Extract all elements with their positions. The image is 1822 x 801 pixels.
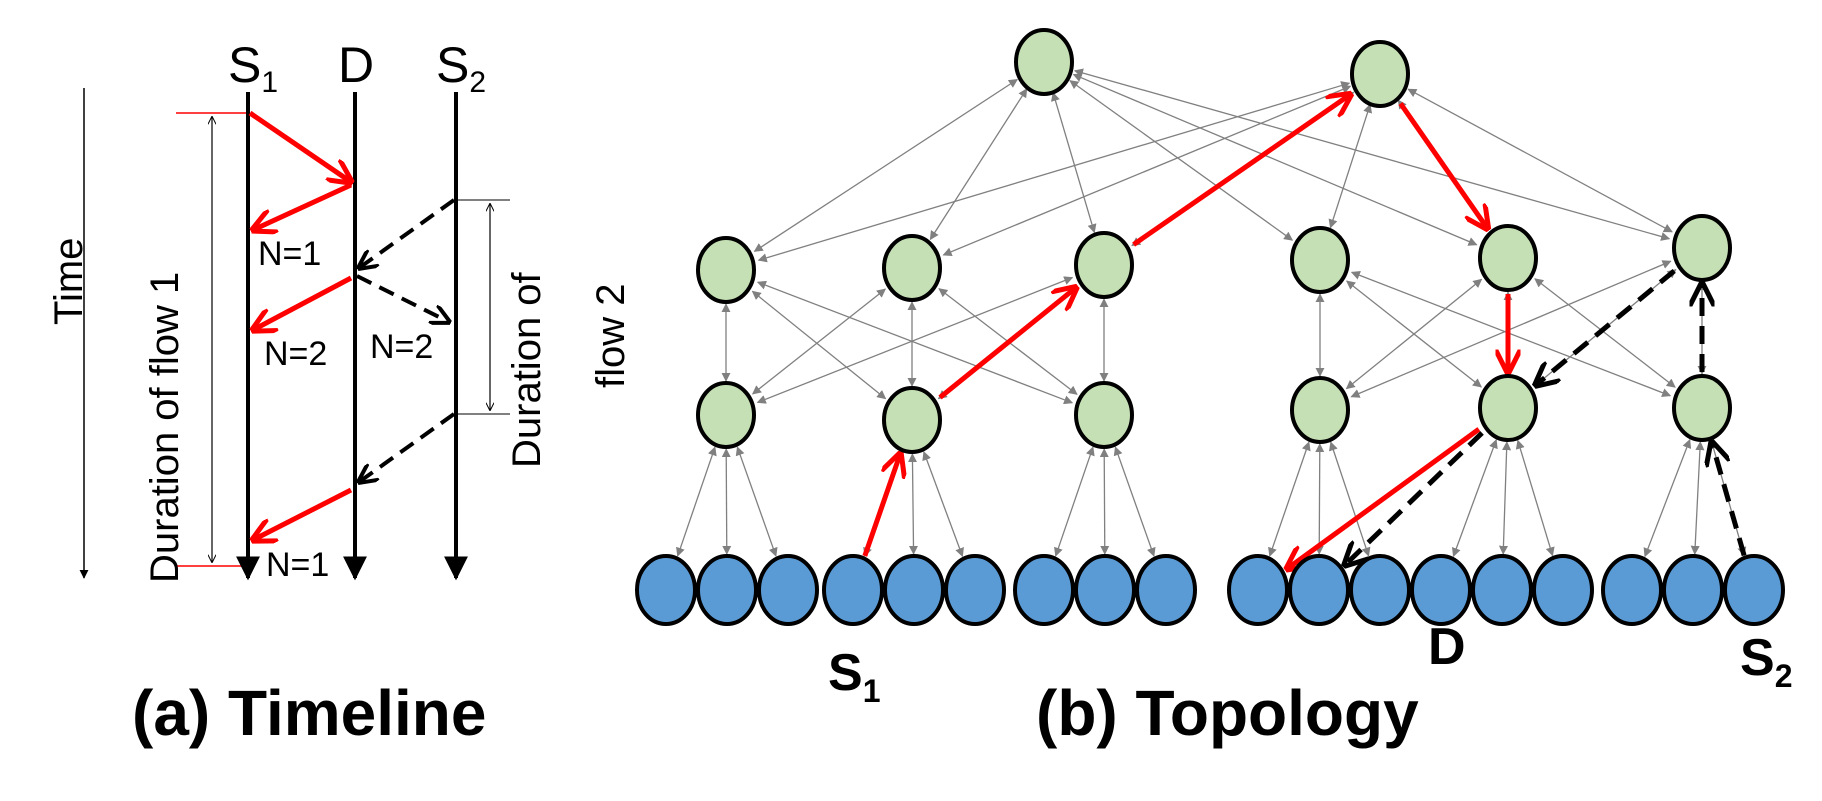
link-core0-agg1: [929, 88, 1028, 241]
link-core1-agg5: [1407, 88, 1673, 233]
host-14: [1532, 554, 1594, 626]
flow1-path-seg2: [1132, 94, 1351, 247]
host-2: [757, 554, 819, 626]
link-edge0-host2: [735, 446, 778, 557]
s1-host-label: S1: [828, 644, 880, 709]
s2-host-label: S2: [1740, 629, 1792, 694]
flow2-path-seg3: [1345, 431, 1484, 565]
link-edge0-host1: [721, 448, 732, 555]
flow1-path-seg3: [1398, 102, 1488, 229]
link-core1-agg3: [1328, 103, 1372, 229]
edge-switch-2: [1074, 381, 1134, 449]
host-15: [1601, 554, 1663, 626]
link-core0-agg4: [1072, 73, 1478, 246]
timeline-caption: (a) Timeline: [132, 677, 486, 749]
link-edge2-host6: [1054, 446, 1095, 557]
link-edge5-host16: [1690, 441, 1705, 555]
flow1-path-seg0: [862, 454, 900, 557]
col-header-s1: S1: [228, 37, 278, 99]
n-label-1: N=1: [258, 235, 321, 273]
core-switch-0: [1014, 28, 1074, 96]
agg-switch-3: [1290, 226, 1350, 294]
link-core0-agg2: [1051, 91, 1097, 234]
host-8: [1135, 554, 1197, 626]
flow2-msg-1: [359, 198, 456, 268]
col-header-d: D: [338, 37, 374, 93]
link-edge4-host14: [1515, 439, 1555, 557]
host-13: [1471, 554, 1533, 626]
host-3: [822, 554, 884, 626]
n-label-4: N=1: [266, 546, 329, 584]
host-4: [883, 554, 945, 626]
link-edge1-host4: [907, 453, 919, 555]
topology-caption: (b) Topology: [1036, 677, 1419, 749]
topology-links: [676, 68, 1747, 558]
duration-flow2-label-2: flow 2: [589, 284, 633, 389]
host-10: [1288, 554, 1350, 626]
edge-switch-0: [696, 381, 756, 449]
host-11: [1349, 554, 1411, 626]
host-9: [1227, 554, 1289, 626]
flow1-msg-1: [248, 110, 351, 182]
edge-switch-3: [1290, 376, 1350, 444]
flow2-ack-1: [356, 274, 449, 322]
link-edge1-host5: [922, 451, 964, 558]
link-edge2-host8: [1113, 446, 1156, 557]
core-switch-1: [1350, 40, 1410, 108]
n-label-2: N=2: [264, 335, 327, 373]
edge-switch-1: [882, 386, 942, 454]
duration-flow2-label-1: Duration of: [505, 271, 549, 468]
flow1-path-seg5: [1287, 427, 1481, 569]
link-edge5-host15: [1643, 438, 1692, 558]
link-edge3-host9: [1268, 441, 1311, 557]
host-6: [1013, 554, 1075, 626]
link-edge3-host10: [1314, 443, 1325, 555]
host-16: [1662, 554, 1724, 626]
host-17: [1723, 554, 1785, 626]
agg-switch-1: [882, 234, 942, 302]
host-5: [944, 554, 1006, 626]
link-edge0-host0: [676, 446, 717, 557]
link-edge3-host11: [1329, 441, 1371, 557]
link-edge2-host7: [1099, 448, 1110, 555]
topology-flows: [862, 94, 1747, 569]
flow2-path-seg2: [1536, 268, 1676, 385]
d-host-label: D: [1428, 618, 1466, 676]
link-agg0-edge1: [751, 290, 887, 400]
link-core1-agg1: [942, 85, 1352, 257]
n-label-3: N=2: [370, 328, 433, 366]
agg-switch-5: [1672, 214, 1732, 282]
host-12: [1410, 554, 1472, 626]
time-label: Time: [47, 238, 91, 325]
agg-switch-0: [696, 236, 756, 304]
link-edge4-host13: [1498, 441, 1512, 555]
flow2-path-seg0: [1712, 443, 1747, 557]
agg-switch-4: [1478, 224, 1538, 292]
topology-panel: S1 D S2 (b) Topology: [635, 28, 1792, 749]
timeline-panel: Time Duration of flow 1 S1 D S2 Duration…: [47, 37, 633, 749]
link-edge4-host12: [1451, 439, 1498, 558]
flow2-msg-2: [359, 412, 456, 482]
link-core1-agg0: [757, 81, 1351, 263]
agg-switch-2: [1074, 231, 1134, 299]
edge-switch-5: [1672, 374, 1732, 442]
host-0: [635, 554, 697, 626]
host-1: [696, 554, 758, 626]
flow1-path-seg1: [938, 288, 1076, 400]
flow1-ack-1: [253, 182, 353, 230]
flow1-ack-3: [253, 487, 353, 540]
flow1-ack-2: [253, 275, 353, 330]
col-header-s2: S2: [436, 37, 486, 99]
edge-switch-4: [1478, 374, 1538, 442]
duration-flow1-label: Duration of flow 1: [143, 272, 187, 583]
topology-nodes: [635, 28, 1785, 626]
host-7: [1074, 554, 1136, 626]
